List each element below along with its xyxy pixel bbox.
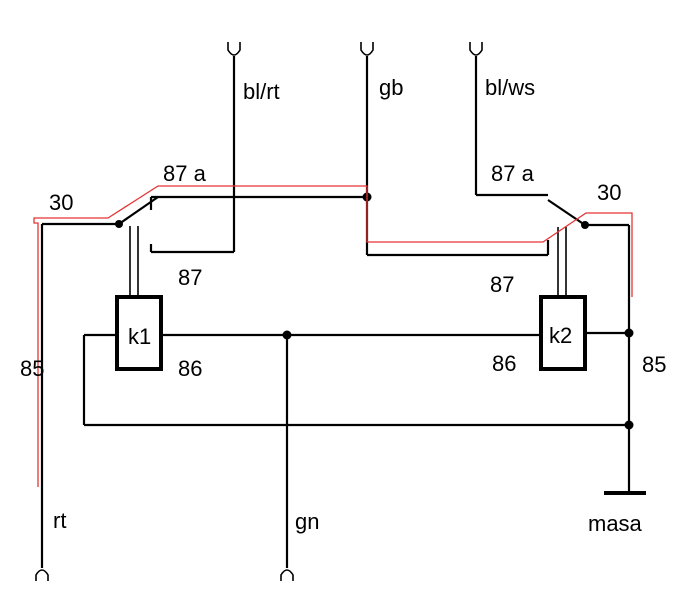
relay2-pin-87: 87 (490, 272, 514, 297)
terminal-gn (280, 335, 294, 581)
wire-label-bl-ws: bl/ws (485, 75, 535, 100)
relay2-name: k2 (549, 323, 572, 348)
relay1-pin-86: 86 (178, 356, 202, 381)
relay1-switch (42, 195, 367, 297)
ground-label: masa (588, 511, 643, 536)
terminal-bl-ws (469, 42, 483, 195)
coil-wiring (82, 192, 646, 495)
highlight-path (33, 185, 633, 487)
relay2-coil: k2 (539, 295, 587, 371)
terminal-rt (35, 224, 49, 581)
wire-label-bl-rt: bl/rt (243, 79, 280, 104)
wire-label-gb: gb (379, 75, 403, 100)
relay2-pin-86: 86 (492, 351, 516, 376)
terminal-bl-rt (227, 42, 241, 252)
relay1-pin-30: 30 (49, 190, 73, 215)
relay1-coil: k1 (115, 295, 163, 371)
wire-label-rt: rt (53, 508, 66, 533)
wire-label-gn: gn (295, 509, 319, 534)
relay2-switch (367, 193, 631, 333)
relay1-pin-87a: 87 a (163, 161, 207, 186)
relay2-pin-87a: 87 a (491, 161, 535, 186)
relay1-pin-87: 87 (178, 265, 202, 290)
relay1-name: k1 (128, 324, 151, 349)
relay2-pin-85: 85 (642, 352, 666, 377)
relay2-pin-30: 30 (597, 180, 621, 205)
relay1-pin-85: 85 (20, 356, 44, 381)
